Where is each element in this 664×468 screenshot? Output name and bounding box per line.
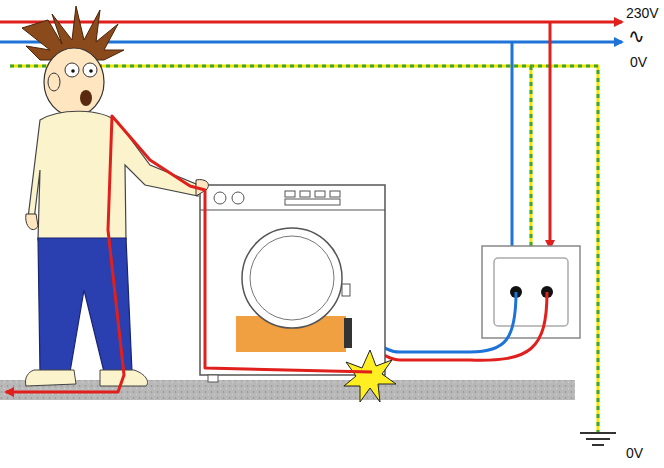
floor [0,380,575,400]
voltage-label: 230V [626,6,659,20]
voltage-label: 0V [626,446,643,460]
phase-drop [549,22,552,248]
ground-symbol [580,433,616,445]
wall-outlet [482,246,580,338]
washing-machine [200,185,385,382]
person [22,6,208,386]
earth-drop [531,66,532,250]
ac-symbol: ∿ [628,26,645,46]
fault-spark [344,350,396,402]
earth-wire [10,66,598,432]
cable-phase [372,292,547,360]
voltage-label: 0V [630,55,647,69]
neutral-drop [511,42,514,250]
current-path [6,116,372,392]
